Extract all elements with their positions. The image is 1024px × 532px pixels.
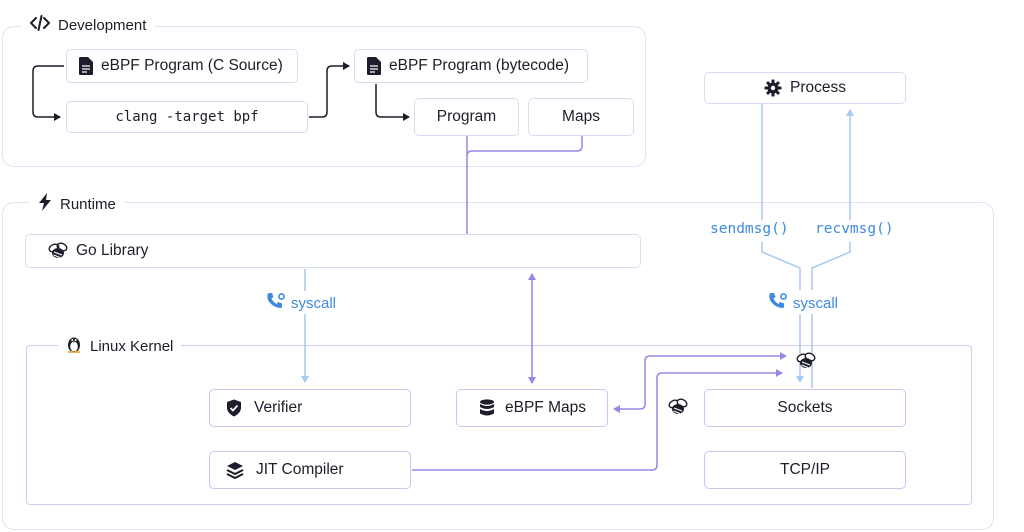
process-box: Process: [704, 72, 906, 104]
ebpf-c-source-box: eBPF Program (C Source): [66, 49, 298, 83]
jit-compiler-box: JIT Compiler: [209, 451, 411, 489]
layers-icon: [226, 461, 244, 479]
clang-command-box: clang -target bpf: [66, 101, 308, 133]
go-library-box: Go Library: [25, 234, 641, 268]
bee-icon: [668, 398, 688, 421]
tux-penguin-icon: [66, 335, 82, 357]
database-icon: [479, 399, 495, 417]
bee-icon: [48, 242, 68, 260]
lightning-icon: [38, 193, 52, 215]
document-icon: [367, 57, 381, 75]
ebpf-bytecode-box: eBPF Program (bytecode): [354, 49, 588, 83]
syscall-right-label: syscall: [764, 292, 843, 314]
ebpf-maps-box: eBPF Maps: [456, 389, 608, 427]
program-box: Program: [414, 98, 519, 136]
recvmsg-label: recvmsg(): [812, 221, 897, 237]
verifier-box: Verifier: [209, 389, 411, 427]
phone-gear-icon: [266, 292, 286, 314]
phone-gear-icon: [768, 292, 788, 314]
development-label: Development: [22, 15, 155, 35]
runtime-label: Runtime: [30, 193, 124, 215]
sockets-box: Sockets: [704, 389, 906, 427]
shield-check-icon: [226, 399, 242, 417]
tcpip-box: TCP/IP: [704, 451, 906, 489]
development-section: [2, 26, 646, 167]
syscall-left-label: syscall: [262, 292, 341, 314]
sendmsg-label: sendmsg(): [707, 221, 792, 237]
code-icon: [30, 15, 50, 35]
gear-icon: [764, 79, 782, 97]
maps-box: Maps: [528, 98, 634, 136]
linux-kernel-label: Linux Kernel: [58, 335, 182, 357]
bee-icon: [796, 352, 816, 375]
document-icon: [79, 57, 93, 75]
